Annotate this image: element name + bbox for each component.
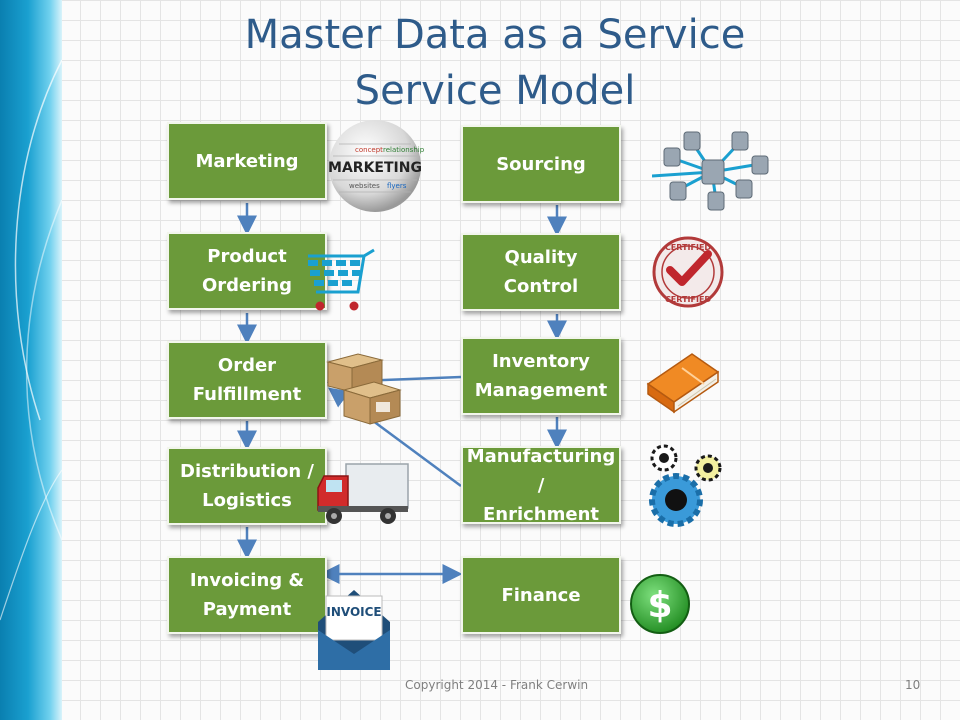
process-box-marketing: Marketing	[167, 122, 327, 200]
dollar-symbol: $	[647, 585, 672, 626]
process-box-sourcing: Sourcing	[461, 125, 621, 203]
page-number: 10	[905, 678, 921, 692]
process-box-finance: Finance	[461, 556, 621, 634]
svg-text:flyers: flyers	[387, 182, 407, 190]
process-box-invoicing-payment: Invoicing &Payment	[167, 556, 327, 634]
copyright-footer: Copyright 2014 - Frank Cerwin	[405, 678, 589, 692]
invoice-label: INVOICE	[326, 605, 381, 619]
truck-icon	[317, 463, 409, 524]
svg-text:websites: websites	[349, 182, 380, 190]
svg-text:concept: concept	[355, 146, 383, 154]
marketing-sphere-label: MARKETING	[328, 160, 422, 176]
dollar-coin-icon: $	[630, 574, 690, 634]
invoice-envelope-icon: INVOICE	[318, 590, 390, 670]
database-network-icon	[652, 131, 769, 211]
book-icon	[646, 353, 720, 414]
shopping-cart-icon	[308, 248, 375, 311]
process-box-manufacturing-enrichment: Manufacturing /Enrichment	[461, 446, 621, 525]
slide-title-line-1: Master Data as a Service	[244, 12, 746, 58]
stamp-label-bottom: CERTIFIED	[665, 295, 711, 304]
slide-title-line-2: Service Model	[354, 68, 636, 114]
marketing-sphere-icon: MARKETING concept relationship websites …	[328, 120, 425, 212]
boxes-icon	[326, 353, 402, 425]
decorative-side-band	[0, 0, 62, 720]
band-swoosh-lines	[0, 59, 62, 621]
svg-text:relationship: relationship	[383, 146, 425, 154]
gears-icon	[649, 444, 722, 527]
process-box-distribution-logistics: Distribution /Logistics	[167, 447, 327, 525]
certified-stamp-icon: CERTIFIED CERTIFIED	[652, 236, 724, 308]
stamp-label-top: CERTIFIED	[665, 243, 711, 252]
